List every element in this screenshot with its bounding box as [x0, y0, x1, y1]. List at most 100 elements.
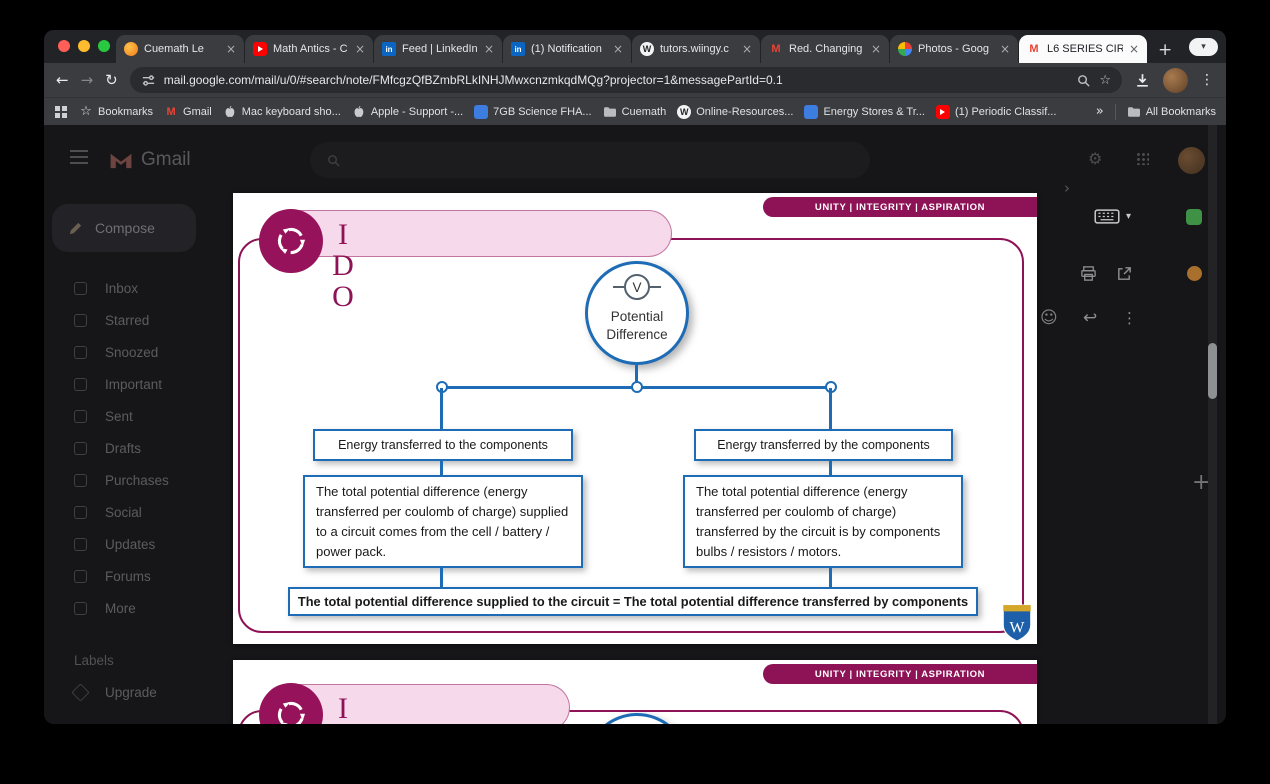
connector-line [635, 365, 638, 388]
tab-cuemath[interactable]: Cuemath Le × [116, 35, 244, 63]
bookmark-cuemath-folder[interactable]: Cuemath [603, 105, 666, 119]
sidebar-item-more[interactable]: More [74, 596, 264, 620]
gmail-search-bar[interactable] [310, 142, 870, 178]
compose-button[interactable]: Compose [52, 204, 196, 252]
google-apps-icon[interactable] [1136, 152, 1149, 165]
sidebar-item-important[interactable]: Important [74, 372, 264, 396]
bookmark-star-icon[interactable]: ☆ [1099, 72, 1111, 88]
gmail-avatar[interactable] [1178, 147, 1205, 174]
bookmark-bookmarks[interactable]: ☆ Bookmarks [79, 104, 153, 119]
sidebar-item-inbox[interactable]: Inbox [74, 276, 264, 300]
bookmark-label: Apple - Support -... [370, 105, 464, 118]
add-shortcut-icon[interactable]: + [1192, 470, 1211, 495]
main-menu-icon[interactable] [70, 150, 88, 164]
sidebar-item-upgrade[interactable]: Upgrade [71, 680, 264, 704]
address-bar[interactable]: mail.google.com/mail/u/0/#search/note/FM… [129, 67, 1122, 93]
bookmark-mac-keyboard[interactable]: Mac keyboard sho... [223, 105, 341, 119]
forums-icon [74, 569, 87, 583]
tab-close-icon[interactable]: × [1128, 42, 1139, 56]
extension-badge[interactable] [1186, 209, 1202, 225]
sidebar-item-drafts[interactable]: Drafts [74, 436, 264, 460]
bookmark-all-bookmarks[interactable]: All Bookmarks [1127, 105, 1216, 119]
window-controls [58, 40, 110, 52]
attachment-slide-2[interactable]: UNITY | INTEGRITY | ASPIRATION I [233, 660, 1037, 724]
bookmark-energy-stores[interactable]: Energy Stores & Tr... [804, 104, 925, 119]
collapse-chevron-icon[interactable]: › [1064, 179, 1070, 197]
zoom-window-button[interactable] [98, 40, 110, 52]
document-icon [474, 104, 489, 119]
ido-label: I [338, 692, 348, 724]
scrollbar-track[interactable] [1208, 125, 1217, 724]
extension-dot-badge[interactable] [1187, 266, 1202, 281]
profile-avatar[interactable] [1163, 67, 1188, 93]
sidebar-item-forums[interactable]: Forums [74, 564, 264, 588]
tab-close-icon[interactable]: × [483, 42, 494, 56]
site-settings-icon[interactable] [141, 73, 156, 88]
tab-label: Math Antics - C [273, 43, 348, 55]
minimize-window-button[interactable] [78, 40, 90, 52]
bookmarks-overflow-button[interactable]: » [1095, 104, 1104, 119]
new-tab-button[interactable]: + [1158, 40, 1173, 60]
bookmark-gmail[interactable]: M Gmail [164, 105, 211, 119]
tab-l6-series-circuits-active[interactable]: M L6 SERIES CIR × [1019, 35, 1147, 63]
more-options-icon[interactable]: ⋮ [1122, 309, 1137, 327]
tab-label: Photos - Goog [918, 43, 989, 55]
tab-gmail-red-changing[interactable]: M Red. Changing × [761, 35, 889, 63]
tab-close-icon[interactable]: × [870, 42, 881, 56]
emoji-icon[interactable]: ☺ [1040, 308, 1058, 328]
bookmark-periodic-classification[interactable]: (1) Periodic Classif... [935, 104, 1056, 119]
motto-text: UNITY | INTEGRITY | ASPIRATION [814, 201, 986, 213]
bookmark-label: Mac keyboard sho... [241, 105, 341, 118]
school-motto-banner: UNITY | INTEGRITY | ASPIRATION [763, 664, 1037, 684]
apple-icon [223, 105, 237, 119]
reload-button[interactable]: ↻ [105, 70, 118, 89]
sidebar-item-sent[interactable]: Sent [74, 404, 264, 428]
sidebar-item-starred[interactable]: Starred [74, 308, 264, 332]
tab-google-photos[interactable]: Photos - Goog × [890, 35, 1018, 63]
supplied-detail-box: The total potential difference (energy t… [303, 475, 583, 568]
tab-linkedin-notifications[interactable]: in (1) Notification × [503, 35, 631, 63]
reply-icon[interactable]: ↩ [1083, 308, 1098, 328]
connector-line [829, 388, 832, 429]
sidebar-item-snoozed[interactable]: Snoozed [74, 340, 264, 364]
tab-wiingy[interactable]: W tutors.wiingy.c × [632, 35, 760, 63]
browser-menu-icon[interactable]: ⋮ [1200, 72, 1214, 88]
tab-close-icon[interactable]: × [999, 42, 1010, 56]
tab-close-icon[interactable]: × [225, 42, 236, 56]
sidebar-item-updates[interactable]: Updates [74, 532, 264, 556]
chevron-down-icon: ▾ [1126, 211, 1132, 222]
print-icon[interactable] [1080, 265, 1097, 287]
bookmark-online-resources[interactable]: W Online-Resources... [677, 104, 793, 119]
tab-math-antics[interactable]: Math Antics - C × [245, 35, 373, 63]
settings-gear-icon[interactable]: ⚙ [1088, 149, 1103, 168]
bookmarks-grid-icon[interactable] [54, 105, 68, 119]
forward-button[interactable]: → [80, 70, 94, 89]
url-text[interactable]: mail.google.com/mail/u/0/#search/note/FM… [163, 73, 783, 87]
bookmark-apple-support[interactable]: Apple - Support -... [352, 105, 463, 119]
tab-linkedin-feed[interactable]: in Feed | LinkedIn × [374, 35, 502, 63]
tab-close-icon[interactable]: × [741, 42, 752, 56]
input-tools-button[interactable]: ▾ [1094, 209, 1131, 224]
tab-search-button[interactable]: ▾ [1189, 38, 1218, 56]
sidebar-item-purchases[interactable]: Purchases [74, 468, 264, 492]
tab-label: (1) Notification [531, 43, 602, 55]
gmail-logo-text: Gmail [141, 149, 191, 170]
sidebar-item-social[interactable]: Social [74, 500, 264, 524]
motto-text: UNITY | INTEGRITY | ASPIRATION [814, 668, 986, 680]
cycle-arrows-icon [259, 209, 323, 273]
tab-close-icon[interactable]: × [612, 42, 623, 56]
downloads-icon[interactable] [1134, 72, 1151, 89]
draft-icon [74, 441, 87, 455]
tab-close-icon[interactable]: × [354, 42, 365, 56]
bookmark-7gb-science[interactable]: 7GB Science FHA... [474, 104, 592, 119]
attachment-slide-1[interactable]: UNITY | INTEGRITY | ASPIRATION I D O V [233, 193, 1037, 644]
browser-toolbar: ← → ↻ mail.google.com/mail/u/0/#search/n… [44, 63, 1226, 97]
connector-line [829, 568, 832, 587]
close-window-button[interactable] [58, 40, 70, 52]
back-button[interactable]: ← [56, 70, 69, 89]
open-in-new-icon[interactable] [1116, 265, 1133, 287]
photos-favicon [898, 42, 912, 56]
scrollbar-thumb[interactable] [1208, 343, 1217, 399]
zoom-icon[interactable] [1076, 73, 1091, 88]
keyboard-icon [1094, 209, 1120, 224]
